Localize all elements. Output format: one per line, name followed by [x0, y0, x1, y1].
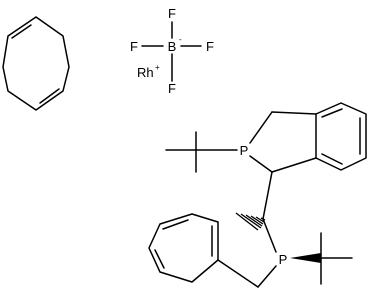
- lower-ch-p-bond: [262, 218, 277, 253]
- upper-p-ch2-bond: [249, 111, 273, 144]
- fluorine-right: F: [206, 39, 214, 54]
- lower-wedge-stereo-bond: [290, 253, 321, 263]
- lower-benzene-double-2: [154, 249, 165, 269]
- upper-benzene-ring: [315, 102, 367, 171]
- fluorine-bottom: F: [168, 81, 176, 96]
- lower-phosphorus-atom: P: [279, 252, 288, 267]
- upper-phosphindoline: P: [165, 102, 367, 173]
- cod-ring: [2, 16, 70, 111]
- boron-charge: -: [179, 35, 182, 44]
- rhodium-atom: Rh: [137, 65, 154, 80]
- upper-benzene-double-3: [321, 153, 343, 165]
- cyclooctadiene: [2, 16, 70, 111]
- upper-arene-ch-bond: [271, 157, 317, 173]
- lower-benzene-double-1: [162, 219, 189, 230]
- lower-p-ch2-bond: [257, 265, 277, 288]
- upper-benzene-double-1: [321, 108, 343, 118]
- rhodium-charge: +: [155, 63, 160, 72]
- boron-atom: B: [168, 39, 177, 54]
- bridge-bond: [262, 171, 273, 220]
- upper-phosphorus-atom: P: [240, 143, 249, 158]
- fluorine-top: F: [168, 6, 176, 21]
- upper-ch-p-bond: [249, 155, 273, 173]
- tetrafluoroborate: F F F F B -: [130, 6, 214, 96]
- upper-ch2-arene-bond: [271, 111, 317, 115]
- lower-hashed-stereo-bond: [235, 212, 266, 231]
- lower-phosphindoline: P: [148, 212, 353, 288]
- lower-ch2-arene-bond: [217, 259, 259, 288]
- lower-benzene-ring: [148, 213, 219, 283]
- cod-double-bond-1: [11, 24, 32, 39]
- fluorine-left: F: [130, 39, 138, 54]
- cod-double-bond-2: [39, 88, 60, 104]
- rhodium-cation: Rh +: [137, 63, 160, 80]
